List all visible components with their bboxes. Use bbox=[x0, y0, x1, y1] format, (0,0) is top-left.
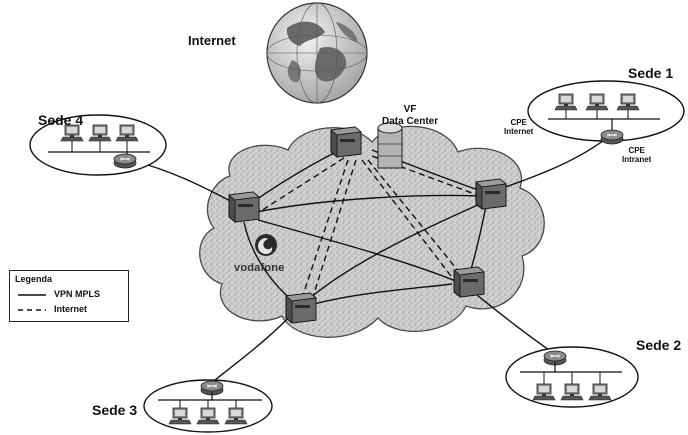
core-node-bottomright bbox=[453, 266, 485, 298]
link-right-bottomleft bbox=[309, 203, 481, 299]
legend-row-internet: Internet bbox=[16, 304, 126, 316]
globe-icon bbox=[266, 2, 368, 104]
link-sede1-node-right bbox=[496, 133, 613, 191]
sede-4-label: Sede 4 bbox=[38, 112, 84, 128]
internet-links bbox=[255, 155, 481, 301]
internet-label: Internet bbox=[188, 33, 236, 48]
cpe-intranet-line1: CPE bbox=[628, 146, 645, 155]
dash-dc-bottomright-a bbox=[361, 159, 455, 281]
link-bottomleft-bottomright bbox=[313, 283, 453, 305]
link-left-bottomleft bbox=[243, 221, 293, 301]
sede-2-label: Sede 2 bbox=[636, 337, 682, 353]
vodafone-cloud bbox=[199, 125, 545, 338]
solid-line-icon bbox=[18, 294, 46, 296]
dash-dc-bottomleft-a bbox=[301, 159, 349, 299]
core-node-right bbox=[475, 178, 507, 210]
vodafone-logo-icon bbox=[255, 234, 277, 256]
sede-2-site bbox=[505, 346, 639, 408]
core-node-left bbox=[228, 191, 260, 223]
sede-1-label: Sede 1 bbox=[628, 65, 674, 81]
legend-vpn-label: VPN MPLS bbox=[54, 289, 101, 299]
data-center bbox=[330, 122, 403, 169]
cpe-intranet-label: CPE Intranet bbox=[622, 146, 651, 164]
server-icon bbox=[377, 122, 403, 169]
core-node-bottomleft bbox=[285, 292, 317, 324]
dash-dc-right bbox=[371, 155, 481, 197]
dash-dc-bottomleft-b bbox=[311, 159, 357, 301]
sede-3-label: Sede 3 bbox=[92, 402, 138, 418]
dash-dc-left bbox=[255, 157, 345, 215]
data-center-label-line2: Data Center bbox=[382, 116, 439, 127]
cpe-internet-line2: Internet bbox=[504, 127, 534, 136]
legend-row-vpn: VPN MPLS bbox=[16, 289, 126, 301]
cpe-internet-label: CPE Internet bbox=[504, 118, 533, 136]
link-left-right bbox=[255, 194, 481, 213]
legend-box: Legenda VPN MPLS Internet bbox=[9, 270, 129, 322]
dc-router-icon bbox=[330, 126, 362, 158]
legend-title: Legenda bbox=[15, 274, 53, 284]
cpe-intranet-line2: Intranet bbox=[622, 155, 652, 164]
cpe-internet-line1: CPE bbox=[510, 118, 527, 127]
sede-3-site bbox=[143, 379, 273, 433]
sede-1-site bbox=[527, 80, 685, 145]
dashed-line-icon bbox=[18, 309, 46, 311]
link-left-bottomright bbox=[257, 219, 459, 283]
dash-dc-bottomright-b bbox=[367, 159, 465, 279]
vodafone-label: vodafone bbox=[234, 262, 285, 274]
router-icon bbox=[113, 153, 137, 169]
router-icon bbox=[600, 129, 624, 145]
legend-internet-label: Internet bbox=[54, 304, 88, 314]
data-center-label-line1: VF bbox=[403, 104, 417, 115]
sede-4-site bbox=[29, 114, 167, 176]
